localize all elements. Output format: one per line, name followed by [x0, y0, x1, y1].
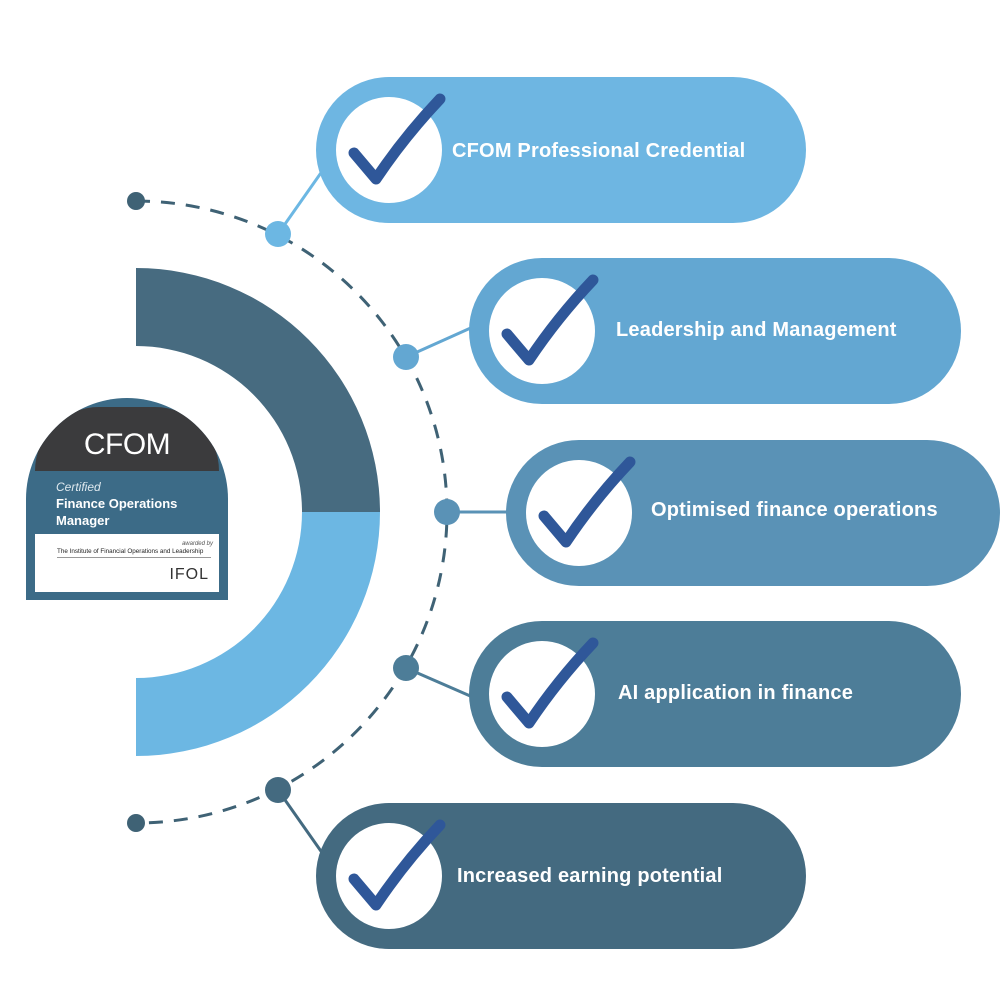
arc-node-2 [393, 344, 419, 370]
badge-title-line-2: Manager [56, 513, 110, 528]
arc-end-dot-bottom [127, 814, 145, 832]
arc-node-1 [265, 221, 291, 247]
badge-logo: CFOM [83, 428, 171, 461]
benefit-pill-4: AI application in finance [469, 621, 961, 767]
badge-awarded-text: awarded by [181, 541, 213, 547]
arc-node-5 [265, 777, 291, 803]
badge-header [35, 407, 219, 471]
benefit-pill-5: Increased earning potential [316, 803, 806, 949]
check-icon [489, 637, 599, 747]
check-icon [489, 274, 599, 384]
benefit-pill-3: Optimised finance operations [506, 440, 1000, 586]
benefit-label-1: CFOM Professional Credential [452, 140, 746, 162]
check-icon [336, 93, 446, 203]
badge-institute-name: The Institute of Financial Operations an… [57, 548, 204, 555]
badge-ifol-logo: IFOL [169, 566, 209, 583]
check-icon [336, 819, 446, 929]
badge-divider [57, 557, 211, 558]
benefit-pill-2: Leadership and Management [469, 258, 961, 404]
arc-node-4 [393, 655, 419, 681]
ring-upper-segment [136, 268, 380, 512]
benefit-label-4: AI application in finance [618, 682, 854, 704]
badge-certified-text: Certified [56, 480, 101, 494]
benefit-label-3: Optimised finance operations [651, 499, 938, 521]
badge-title-line-1: Finance Operations [56, 496, 178, 511]
arc-end-dot-top [127, 192, 145, 210]
cfom-badge: CFOM Certified Finance Operations Manage… [26, 398, 228, 600]
badge-footer: awarded by The Institute of Financial Op… [35, 534, 219, 592]
benefit-label-2: Leadership and Management [616, 319, 897, 341]
benefit-label-5: Increased earning potential [457, 865, 723, 887]
arc-node-3 [434, 499, 460, 525]
benefit-pill-1: CFOM Professional Credential [316, 77, 806, 223]
ring-lower-segment [136, 512, 380, 756]
check-icon [526, 456, 636, 566]
